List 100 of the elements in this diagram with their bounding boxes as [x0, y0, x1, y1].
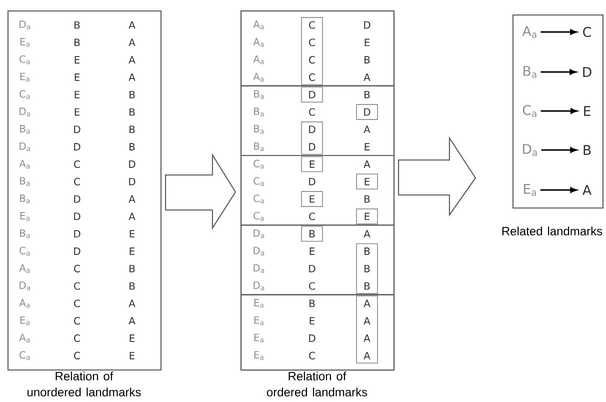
landmark-label: A: [128, 300, 136, 308]
landmark-label: C: [74, 334, 80, 342]
highlight-box: E: [356, 208, 378, 224]
landmark-label: D$_{a}$: [20, 20, 30, 30]
panel-caption: Related landmarks: [502, 226, 602, 236]
landmark-label: B: [130, 108, 135, 116]
arrow: [540, 69, 576, 75]
arrow: [540, 108, 578, 114]
landmark-label: D$_{a}$: [254, 264, 264, 273]
landmark-label: C$_{a}$: [522, 104, 536, 117]
panel-caption: Relation of unordered landmarks: [28, 372, 141, 396]
landmark-label: A: [364, 230, 370, 238]
landmark-label: B: [130, 264, 135, 272]
landmark-label: A$_{a}$: [19, 334, 30, 343]
landmark-label: A$_{a}$: [253, 55, 264, 64]
landmark-label: A: [128, 317, 136, 324]
landmark-label: A$_{a}$: [19, 299, 30, 308]
landmark-label: C$_{a}$: [20, 55, 30, 64]
landmark-label: E: [74, 108, 80, 116]
panel-caption: Relation of ordered landmarks: [266, 372, 368, 396]
landmark-label: E$_{a}$: [20, 212, 30, 221]
landmark-label: E$_{a}$: [20, 38, 30, 47]
landmark-label: C$_{a}$: [254, 212, 264, 221]
landmark-label: A$_{a}$: [253, 20, 264, 30]
landmark-label: D$_{a}$: [254, 229, 264, 238]
landmark-label: E: [74, 56, 80, 64]
landmark-label: B: [584, 145, 591, 155]
landmark-label: B: [74, 38, 80, 46]
landmark-label: A: [128, 21, 136, 29]
landmark-label: E: [130, 334, 135, 342]
landmark-label: C: [74, 317, 80, 325]
landmark-label: C: [309, 282, 315, 290]
landmark-label: E$_{a}$: [20, 316, 30, 326]
landmark-label: C: [74, 300, 80, 308]
landmark-label: D$_{a}$: [254, 246, 264, 256]
landmark-label: D$_{a}$: [523, 144, 537, 156]
highlight-box: E: [301, 191, 323, 207]
arrow: [540, 29, 577, 35]
landmark-label: C: [309, 212, 315, 220]
landmark-label: D: [129, 178, 136, 186]
landmark-label: D: [74, 143, 80, 150]
landmark-label: E: [310, 248, 315, 255]
highlight-box: E: [301, 156, 323, 172]
landmark-label: E$_{a}$: [254, 316, 264, 326]
landmark-label: E: [310, 317, 315, 324]
landmark-label: C: [74, 160, 80, 168]
highlight-box: E: [356, 174, 378, 190]
landmark-label: E: [364, 143, 370, 150]
landmark-label: C: [309, 108, 315, 116]
landmark-label: E$_{a}$: [20, 72, 30, 82]
landmark-label: C: [583, 26, 591, 38]
highlight-box: B B B: [356, 243, 378, 294]
landmark-label: A: [128, 212, 136, 220]
landmark-label: B$_{a}$: [254, 90, 264, 99]
landmark-label: A: [582, 185, 592, 195]
landmark-label: C: [74, 282, 80, 290]
landmark-label: A: [128, 195, 136, 203]
highlight-box: D D: [301, 121, 323, 155]
landmark-label: A: [364, 160, 370, 168]
highlight-box: D: [301, 86, 323, 103]
landmark-label: A: [128, 74, 136, 81]
block-arrow: [398, 136, 476, 217]
landmark-label: C$_{a}$: [20, 351, 30, 360]
landmark-label: B: [130, 126, 135, 134]
landmark-label: D: [364, 21, 370, 29]
landmark-label: D: [309, 264, 316, 272]
landmark-label: C$_{a}$: [254, 177, 264, 186]
landmark-label: B: [130, 282, 135, 290]
landmark-label: B$_{a}$: [20, 229, 30, 238]
landmark-label: C: [309, 352, 315, 360]
highlight-box: C C C C: [301, 17, 323, 86]
landmark-label: B: [364, 90, 370, 98]
landmark-label: A$_{a}$: [19, 160, 30, 169]
landmark-label: D: [309, 334, 316, 342]
highlight-box: B: [301, 226, 323, 242]
landmark-label: C$_{a}$: [254, 160, 264, 169]
landmark-label: B$_{a}$: [20, 194, 30, 204]
landmark-label: B$_{a}$: [20, 125, 30, 134]
landmark-label: E: [364, 38, 370, 46]
landmark-label: D$_{a}$: [20, 142, 30, 152]
landmark-label: E: [584, 106, 590, 116]
landmark-label: D: [309, 178, 316, 186]
arrow: [540, 187, 577, 193]
landmark-label: A$_{a}$: [253, 72, 264, 82]
landmark-label: C: [74, 178, 80, 186]
landmark-label: E$_{a}$: [254, 334, 264, 343]
landmark-label: E: [130, 248, 135, 255]
landmark-label: A: [364, 126, 370, 134]
arrow: [541, 147, 577, 153]
landmark-label: C$_{a}$: [254, 194, 264, 204]
landmark-label: B: [364, 56, 370, 64]
landmark-label: D: [74, 126, 80, 134]
landmark-label: D$_{a}$: [20, 108, 30, 116]
landmark-label: E$_{a}$: [254, 299, 264, 308]
landmark-label: B: [130, 90, 135, 98]
landmark-label: A$_{a}$: [522, 26, 536, 38]
landmark-label: D: [74, 230, 80, 238]
landmark-label: C: [74, 264, 80, 272]
landmark-label: A: [128, 56, 136, 64]
landmark-label: C$_{a}$: [20, 90, 30, 100]
